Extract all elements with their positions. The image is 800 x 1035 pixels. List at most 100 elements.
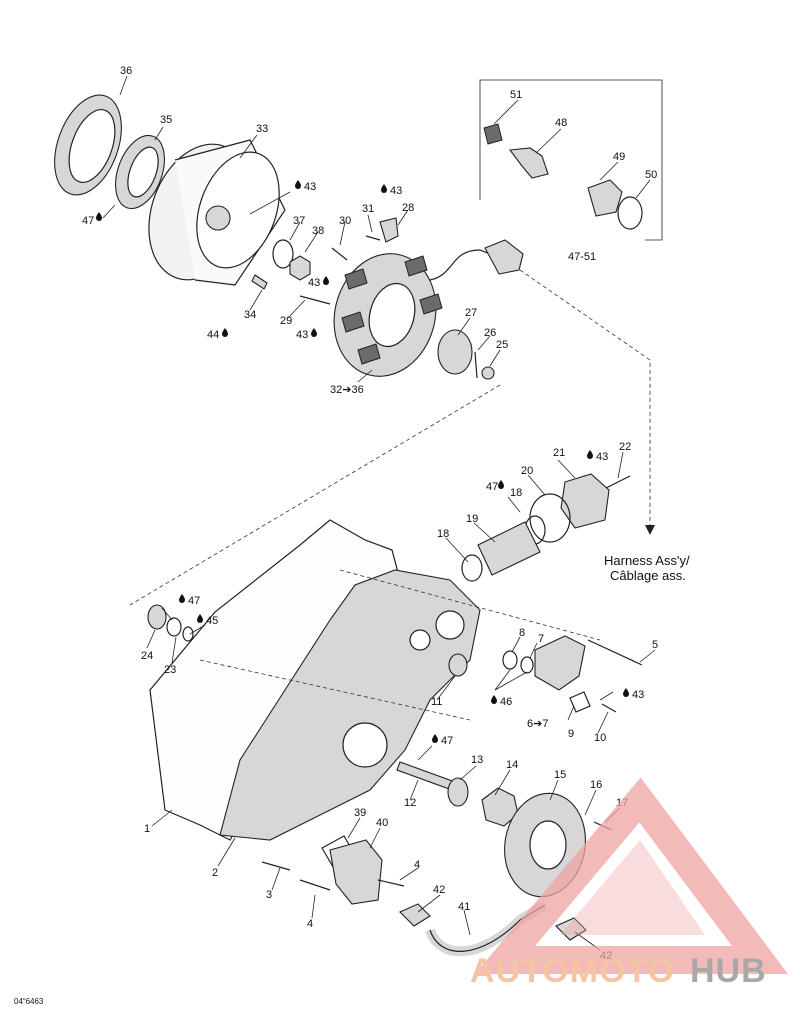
callout-36: 36 (120, 65, 132, 77)
callout-47: 47 (486, 481, 498, 493)
detail-box-47-51 (479, 79, 663, 241)
part-27-trigger-wheel (437, 329, 473, 375)
callout-45: 45 (206, 615, 218, 627)
part-18-o-ring-b (461, 554, 483, 582)
callout-19: 19 (466, 513, 478, 525)
part-10-screw (601, 703, 617, 713)
stator-harness-wire (429, 249, 501, 281)
drop-icon (197, 614, 203, 623)
callout-43: 43 (596, 451, 608, 463)
callout-14: 14 (506, 759, 518, 771)
watermark-text-hub: HUB (690, 952, 767, 990)
callout-25: 25 (496, 339, 508, 351)
callout-42: 42 (433, 884, 445, 896)
callout-41: 41 (458, 901, 470, 913)
harness-label-line1: Harness Ass'y/ (604, 553, 690, 568)
callout-47-51: 47-51 (568, 251, 596, 263)
automotohub-watermark-logo: AUTOMOTO HUB (470, 777, 788, 990)
part-29-screw (299, 295, 331, 305)
part-connector (484, 239, 524, 275)
drop-icon (96, 212, 102, 221)
drop-icon (222, 328, 228, 337)
part-37-washer (272, 239, 294, 269)
callout-4: 4 (414, 859, 420, 871)
callout-46: 46 (500, 696, 512, 708)
drop-icon (587, 450, 593, 459)
callout-23: 23 (164, 664, 176, 676)
part-4-screw-b (377, 879, 405, 887)
part-21-cover (560, 473, 610, 529)
dashed-line-lower (339, 569, 601, 641)
callout-43: 43 (308, 277, 320, 289)
part-49-fitting (587, 179, 623, 217)
part-stator (333, 253, 443, 377)
leader-lines (102, 75, 656, 951)
callout-47: 47 (82, 215, 94, 227)
part-40-housing (329, 839, 383, 905)
callout-6-7: 6➔7 (527, 718, 548, 730)
harness-label-line2: Câblage ass. (610, 568, 686, 583)
callout-24: 24 (141, 650, 153, 662)
callout-1: 1 (144, 823, 150, 835)
drop-icon (491, 695, 497, 704)
part-13-seal (447, 777, 469, 807)
callout-11: 11 (431, 696, 442, 708)
callout-44: 44 (207, 329, 219, 341)
drop-icon (323, 276, 329, 285)
callout-49: 49 (613, 151, 625, 163)
callout-16: 16 (590, 779, 602, 791)
callout-47: 47 (441, 735, 453, 747)
part-20-gasket (529, 493, 571, 543)
callout-43: 43 (390, 185, 402, 197)
part-9-clip (569, 691, 591, 713)
callout-7: 7 (538, 633, 544, 645)
part-35-one-way-clutch (115, 134, 165, 210)
callout-18: 18 (510, 487, 522, 499)
callout-10: 10 (594, 732, 606, 744)
part-4-screw-a (299, 879, 331, 891)
part-42-clamp-a (399, 903, 431, 927)
callout-33: 33 (256, 123, 268, 135)
part-30-screw (331, 247, 348, 261)
drop-icon (498, 480, 504, 489)
drop-icon (179, 594, 185, 603)
part-2-crankcase-cover (219, 569, 481, 841)
callout-34: 34 (244, 309, 256, 321)
callout-32-36: 32➔36 (330, 384, 364, 396)
callout-4: 4 (307, 918, 313, 930)
callout-43: 43 (632, 689, 644, 701)
callout-12: 12 (404, 797, 416, 809)
drop-icon (432, 734, 438, 743)
part-24-seal (147, 604, 167, 630)
callout-22: 22 (619, 441, 631, 453)
callout-2: 2 (212, 867, 218, 879)
part-33-flywheel (148, 139, 286, 286)
drop-icon (623, 688, 629, 697)
watermark-triangle (474, 777, 788, 974)
part-34-screw (251, 274, 268, 290)
callout-13: 13 (471, 754, 483, 766)
callout-37: 37 (293, 215, 305, 227)
callout-30: 30 (339, 215, 351, 227)
callout-21: 21 (553, 447, 565, 459)
watermark-text-auto: AUTOMOTO (470, 952, 675, 990)
part-6-housing (534, 635, 586, 691)
part-5-bolt (587, 639, 643, 666)
callout-29: 29 (280, 315, 292, 327)
arrow-harness (645, 525, 655, 535)
callout-48: 48 (555, 117, 567, 129)
part-25-nut (481, 366, 495, 380)
drop-icon (381, 184, 387, 193)
callout-47: 47 (188, 595, 200, 607)
part-23b-ring (182, 626, 194, 642)
part-51-cap (483, 123, 503, 145)
drop-icon (295, 180, 301, 189)
part-7-o-ring (520, 656, 534, 674)
figure-code: 04“6463 (14, 997, 44, 1006)
part-11-washer (448, 653, 468, 677)
part-31-screw (365, 235, 381, 241)
callout-15: 15 (554, 769, 566, 781)
part-19-pipe (477, 521, 541, 576)
part-28-bracket (379, 217, 399, 243)
part-38-nut (289, 255, 311, 281)
